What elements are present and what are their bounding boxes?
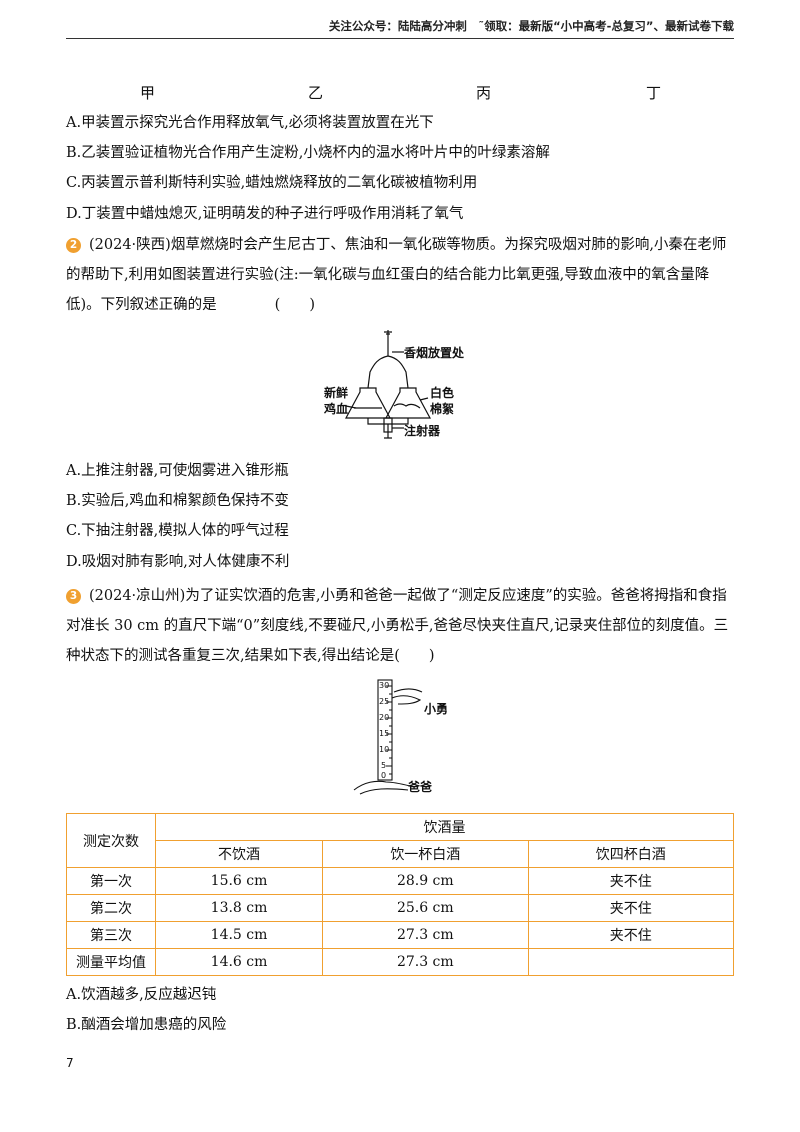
table-row-label: 第二次 xyxy=(66,894,156,922)
label-cigarette-position: 香烟放置处 xyxy=(404,346,465,360)
table-row-label: 测量平均值 xyxy=(66,948,156,976)
figure-label-ding: 丁 xyxy=(646,84,662,102)
table-cell: 13.8 cm xyxy=(154,894,324,922)
q2-option-d: D.吸烟对肺有影响,对人体健康不利 xyxy=(66,554,290,570)
ruler-tick-25: 25 xyxy=(379,697,389,706)
table-cell: 27.3 cm xyxy=(322,921,529,949)
table-row-label: 第三次 xyxy=(66,921,156,949)
table-cell: 14.5 cm xyxy=(154,921,324,949)
ruler-tick-20: 20 xyxy=(379,713,389,722)
label-xiaoyong: 小勇 xyxy=(424,702,449,716)
q3-answer-paren: ( ) xyxy=(394,648,435,664)
table-row: 第二次 13.8 cm 25.6 cm 夹不住 xyxy=(66,894,735,922)
table-header-row: 测定次数 饮酒量 xyxy=(66,813,734,868)
label-baba: 爸爸 xyxy=(408,780,433,794)
reaction-speed-table: 测定次数 饮酒量 不饮酒 饮一杯白酒 饮四杯白酒 第一次 15.6 cm 28.… xyxy=(66,813,735,976)
q2-option-b: B.实验后,鸡血和棉絮颜色保持不变 xyxy=(66,493,289,509)
figure-label-jia: 甲 xyxy=(140,84,156,102)
q2-option-a: A.上推注射器,可使烟雾进入锥形瓶 xyxy=(66,463,289,479)
table-cell: 夹不住 xyxy=(527,894,735,922)
table-cell: 25.6 cm xyxy=(322,894,529,922)
q3-number-badge: 3 xyxy=(66,589,81,604)
q2-option-c: C.下抽注射器,模拟人体的呼气过程 xyxy=(66,523,289,539)
smoking-apparatus-figure: 香烟放置处 新鲜 鸡血 白色 棉絮 注射器 xyxy=(320,328,490,440)
ruler-tick-5: 5 xyxy=(381,761,386,770)
q3-stem: 3(2024·凉山州)为了证实饮酒的危害,小勇和爸爸一起做了“测定反应速度”的实… xyxy=(66,581,734,671)
figure-label-yi: 乙 xyxy=(308,84,324,102)
table-cell: 28.9 cm xyxy=(322,867,529,895)
q2-number-badge: 2 xyxy=(66,238,81,253)
label-cotton: 棉絮 xyxy=(430,402,455,416)
table-column-header: 饮四杯白酒 xyxy=(527,840,735,868)
table-row: 第一次 15.6 cm 28.9 cm 夹不住 xyxy=(66,867,735,895)
table-column-header: 饮一杯白酒 xyxy=(322,840,529,868)
table-cell: 15.6 cm xyxy=(154,867,324,895)
table-row: 测量平均值 14.6 cm 27.3 cm xyxy=(66,948,735,976)
figure-labels: 甲 乙 丙 丁 xyxy=(66,82,734,104)
table-column-header: 不饮酒 xyxy=(154,840,324,868)
ruler-drawing: 30 25 20 15 10 5 0 xyxy=(353,679,423,795)
table-row-label: 第一次 xyxy=(66,867,156,895)
table-cell xyxy=(527,948,735,976)
ruler-tick-10: 10 xyxy=(379,745,389,754)
q1-option-b: B.乙装置验证植物光合作用产生淀粉,小烧杯内的温水将叶片中的叶绿素溶解 xyxy=(66,145,550,161)
q3-stem-text: (2024·凉山州)为了证实饮酒的危害,小勇和爸爸一起做了“测定反应速度”的实验… xyxy=(66,588,729,664)
ruler-tick-15: 15 xyxy=(379,729,389,738)
table-cell: 夹不住 xyxy=(527,921,735,949)
q1-option-c: C.丙装置示普利斯特利实验,蜡烛燃烧释放的二氧化碳被植物利用 xyxy=(66,175,478,191)
q3-option-a: A.饮酒越多,反应越迟钝 xyxy=(66,987,217,1003)
table-group-header-cell: 饮酒量 xyxy=(155,813,734,841)
q1-option-d: D.丁装置中蜡烛熄灭,证明萌发的种子进行呼吸作用消耗了氧气 xyxy=(66,206,464,222)
q1-option-a: A.甲装置示探究光合作用释放氧气,必须将装置放置在光下 xyxy=(66,115,434,131)
table-cell: 14.6 cm xyxy=(154,948,324,976)
ruler-tick-0: 0 xyxy=(381,771,386,780)
ruler-tick-30: 30 xyxy=(379,681,389,690)
q2-stem: 2(2024·陕西)烟草燃烧时会产生尼古丁、焦油和一氧化碳等物质。为探究吸烟对肺… xyxy=(66,230,734,320)
ruler-figure: 30 25 20 15 10 5 0 小勇 爸爸 xyxy=(350,678,460,796)
page-number: 7 xyxy=(66,1056,74,1070)
table-column-header-row: 不饮酒 饮一杯白酒 饮四杯白酒 xyxy=(67,840,735,868)
q2-stem-text: (2024·陕西)烟草燃烧时会产生尼古丁、焦油和一氧化碳等物质。为探究吸烟对肺的… xyxy=(66,237,727,313)
table-row-header-cell: 测定次数 xyxy=(66,813,156,868)
figure-label-bing: 丙 xyxy=(476,84,492,102)
q3-option-b: B.酗酒会增加患癌的风险 xyxy=(66,1017,227,1033)
label-white: 白色 xyxy=(430,386,455,400)
smoking-apparatus-drawing xyxy=(344,330,432,439)
table-cell: 夹不住 xyxy=(527,867,735,895)
label-syringe: 注射器 xyxy=(404,424,441,438)
label-fresh: 新鲜 xyxy=(324,386,349,400)
header-divider xyxy=(66,38,734,39)
q2-answer-paren: ( ) xyxy=(274,297,315,313)
page-header: 关注公众号：陆陆高分冲刺 ˜领取：最新版“小中高考-总复习”、最新试卷下载 xyxy=(328,19,734,33)
table-row: 第三次 14.5 cm 27.3 cm 夹不住 xyxy=(66,921,735,949)
label-chicken-blood: 鸡血 xyxy=(324,402,349,416)
table-cell: 27.3 cm xyxy=(322,948,529,976)
